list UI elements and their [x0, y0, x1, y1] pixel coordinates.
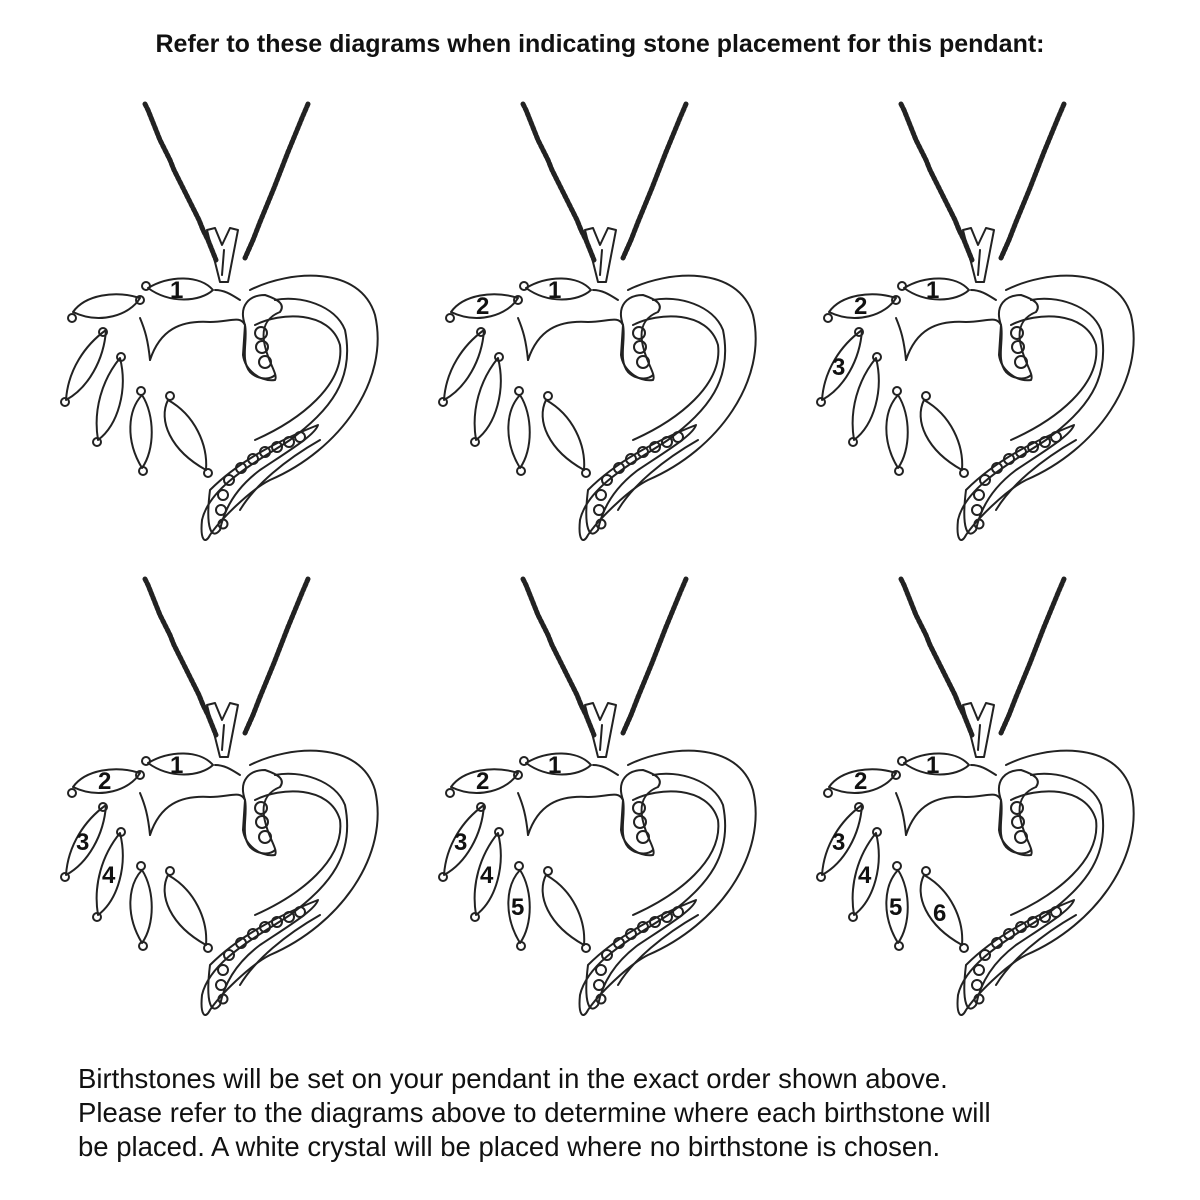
stone-label-2: 2: [476, 768, 489, 795]
stone-label-6: 6: [933, 900, 946, 927]
stone-label-3: 3: [454, 829, 467, 856]
stone-label-5: 5: [511, 894, 524, 921]
pendant-diagram-4: 1 2 3 4: [40, 565, 420, 1045]
stone-label-1: 1: [926, 752, 939, 779]
stone-label-3: 3: [832, 354, 845, 381]
stone-label-1: 1: [170, 752, 183, 779]
pendant-diagram-1: 1: [40, 90, 420, 570]
stone-label-1: 1: [170, 277, 183, 304]
stone-label-1: 1: [548, 752, 561, 779]
pendant-diagram-3: 1 2 3: [796, 90, 1176, 570]
pendant-illustration: 1 2 3 4 5: [418, 565, 798, 1045]
pendant-diagram-2: 1 2: [418, 90, 798, 570]
stone-label-4: 4: [858, 862, 872, 889]
instructions-line-1: Birthstones will be set on your pendant …: [78, 1063, 948, 1094]
pendant-diagram-5: 1 2 3 4 5: [418, 565, 798, 1045]
stone-label-2: 2: [476, 293, 489, 320]
pendant-diagram-6: 1 2 3 4 5 6: [796, 565, 1176, 1045]
stone-label-3: 3: [76, 829, 89, 856]
stone-label-1: 1: [548, 277, 561, 304]
instructions-line-3: be placed. A white crystal will be place…: [78, 1131, 941, 1162]
page-title: Refer to these diagrams when indicating …: [155, 30, 1045, 58]
pendant-illustration: 1 2: [418, 90, 798, 570]
stone-label-4: 4: [102, 862, 116, 889]
pendant-illustration: 1 2 3: [796, 90, 1176, 570]
pendant-illustration: 1 2 3 4 5 6: [796, 565, 1176, 1045]
stone-label-1: 1: [926, 277, 939, 304]
stone-label-2: 2: [98, 768, 111, 795]
diagram-grid: 1 1 2 1 2 3 1 2 3: [40, 90, 1170, 1050]
stone-label-5: 5: [889, 894, 902, 921]
pendant-illustration: 1 2 3 4: [40, 565, 420, 1045]
stone-label-2: 2: [854, 768, 867, 795]
stone-label-3: 3: [832, 829, 845, 856]
pendant-illustration: 1: [40, 90, 420, 570]
stone-label-2: 2: [854, 293, 867, 320]
stone-label-4: 4: [480, 862, 494, 889]
instructions-line-2: Please refer to the diagrams above to de…: [78, 1097, 991, 1128]
instructions-text: Birthstones will be set on your pendant …: [78, 1062, 1178, 1164]
